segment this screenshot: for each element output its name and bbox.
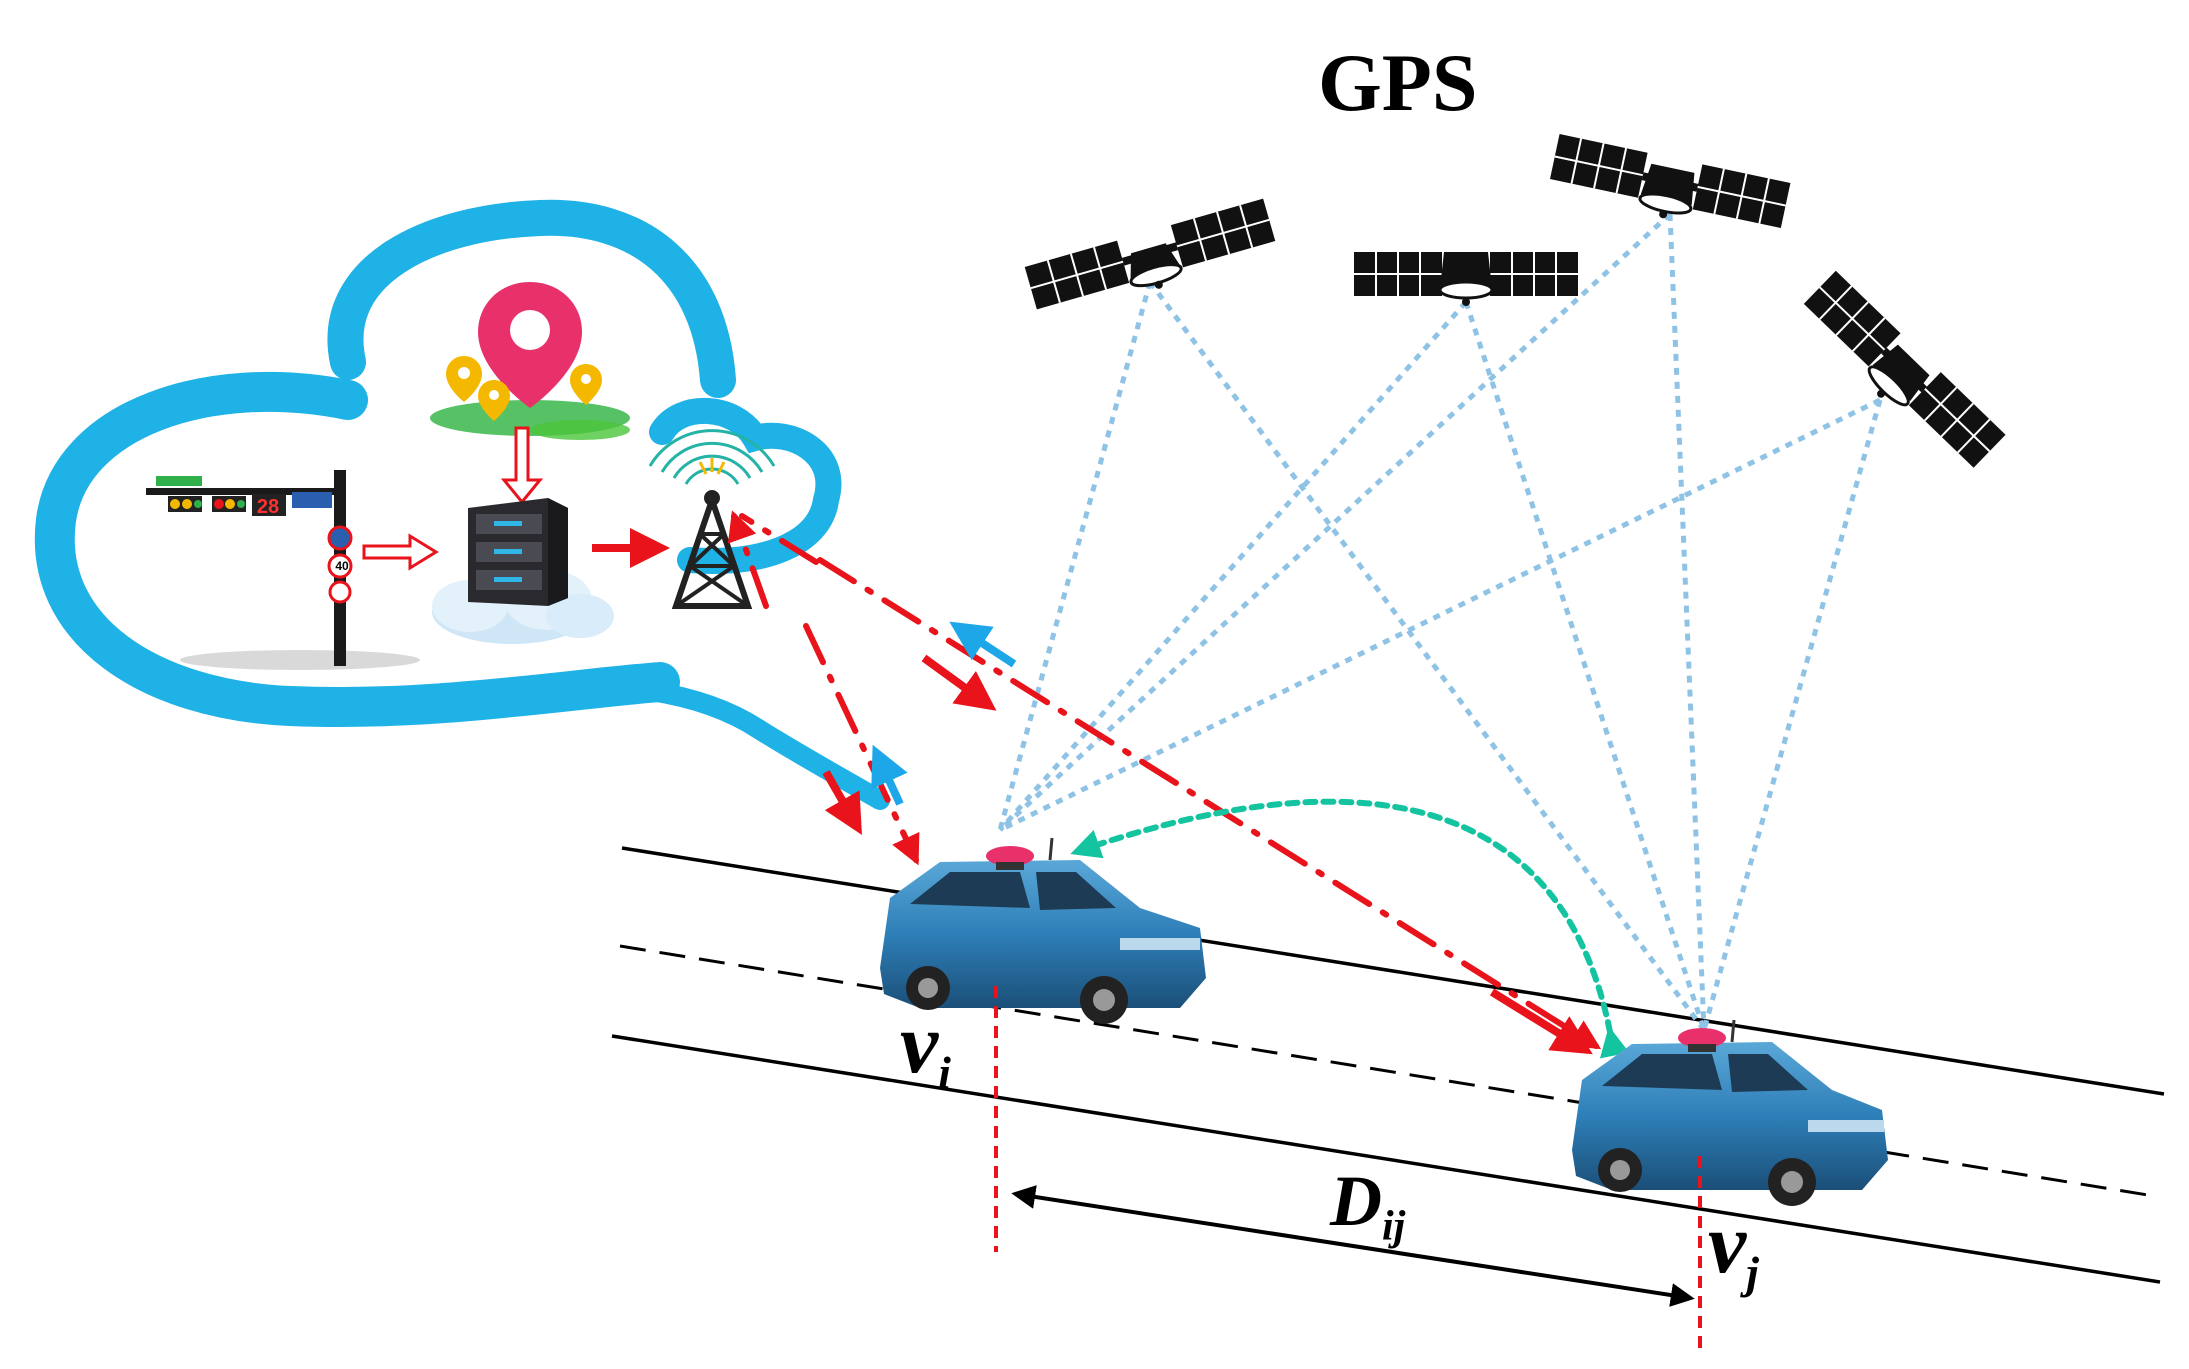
- gps-link-s1-vj: [1147, 280, 1707, 1032]
- map-location-marker-icon: [430, 282, 630, 440]
- cell-tower-icon: [648, 429, 776, 609]
- cloud-platform: [34, 199, 890, 810]
- data-flow-hollow-arrows: [362, 426, 544, 571]
- gps-link-s3-vj: [1667, 213, 1707, 1031]
- vehicle-i: [880, 837, 1206, 1024]
- vehicle-j-subscript: j: [1746, 1247, 1759, 1299]
- v2i-link-vi-tower: [727, 510, 769, 609]
- road-upper-edge: [621, 846, 2165, 1096]
- satellite-icon-1: [1024, 198, 1276, 310]
- gps-link-s2-vj: [1463, 301, 1707, 1031]
- distance-arrow: [1011, 1185, 1695, 1307]
- traffic-light-countdown: 28: [256, 496, 280, 518]
- vehicle-j: [1572, 1019, 1888, 1206]
- cloud-server-icon: [432, 498, 614, 644]
- gps-link-s3-vi: [998, 212, 1672, 832]
- distance-label: Dij: [1330, 1165, 1405, 1248]
- speed-limit-sign-text: 40: [335, 559, 349, 573]
- uplink-arrows: [871, 621, 1017, 806]
- vehicle-j-label: vj: [1708, 1200, 1759, 1296]
- traffic-light-pole-icon: [146, 470, 420, 670]
- vehicle-j-symbol: v: [1708, 1195, 1747, 1291]
- v2v-link: [1070, 798, 1630, 1059]
- satellite-icon-2: [1354, 252, 1578, 306]
- distance-markers: [994, 986, 1702, 1356]
- gps-label: GPS: [1318, 37, 1478, 128]
- vehicle-i-symbol: v: [900, 995, 939, 1091]
- gps-link-s2-vi: [998, 300, 1468, 832]
- road-lower-edge: [611, 1034, 2161, 1284]
- satellite-icon-3: [1550, 133, 1791, 229]
- distance-symbol: D: [1330, 1161, 1382, 1241]
- gps-link-s4-vj: [1701, 399, 1883, 1031]
- satellite-icon-4: [1803, 270, 2006, 468]
- vehicle-i-subscript: i: [938, 1047, 951, 1099]
- gps-link-s4-vi: [998, 397, 1882, 833]
- vehicle-i-label: vi: [900, 1000, 951, 1096]
- distance-subscript: ij: [1382, 1203, 1406, 1250]
- v2i-link-tower-vi: [803, 623, 920, 866]
- v2i-link-vj-tower: [739, 513, 819, 565]
- gps-link-s1-vi: [997, 281, 1153, 831]
- road-center-dashed-line: [619, 944, 2155, 1198]
